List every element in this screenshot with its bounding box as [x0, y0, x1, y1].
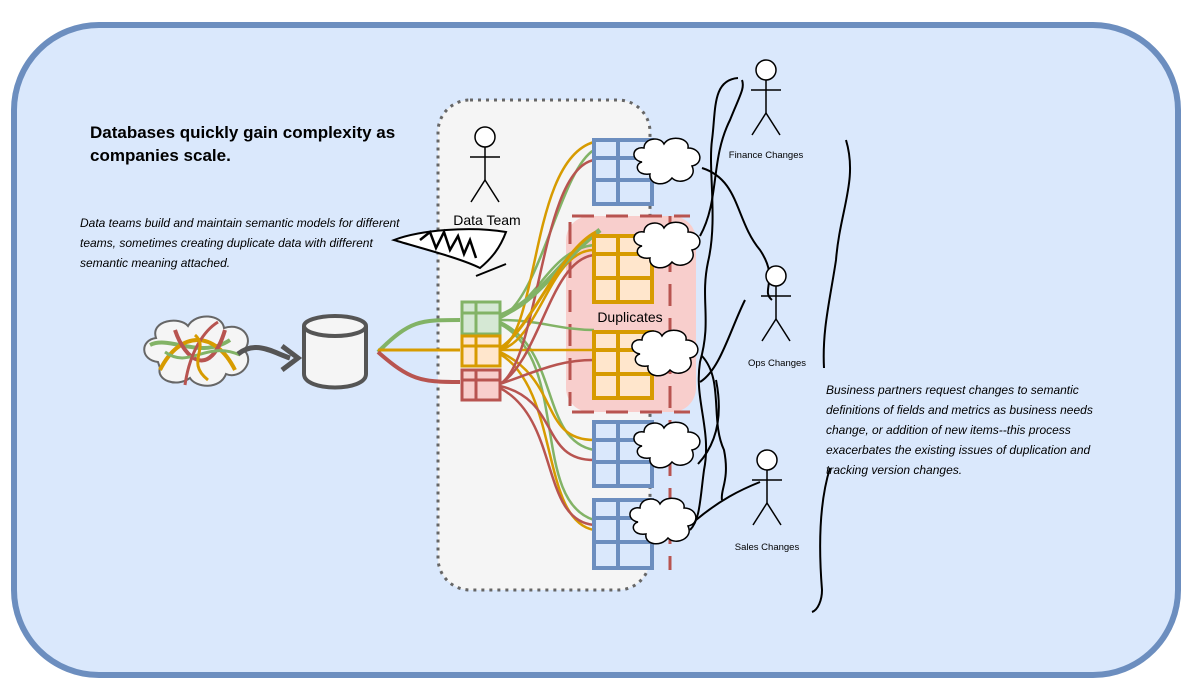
ops-changes-label: Ops Changes — [747, 358, 807, 369]
scribble-arrow — [390, 228, 508, 277]
person-icon-ops — [761, 265, 791, 342]
connector-lines — [695, 79, 773, 521]
database-icon — [302, 314, 368, 390]
diagram-title: Databases quickly gain complexity as com… — [90, 123, 396, 165]
sales-changes-label: Sales Changes — [734, 542, 800, 553]
duplicates-label: Duplicates — [597, 309, 663, 325]
business-description: Business partners request changes to sem… — [826, 383, 1093, 477]
table-orange-1 — [592, 234, 654, 304]
person-icon-finance — [751, 59, 781, 136]
cloud-1 — [633, 137, 701, 185]
raw-data-cloud — [143, 315, 250, 387]
table-orange-small — [460, 334, 502, 368]
cloud-4 — [633, 421, 701, 469]
bracket-left — [689, 77, 739, 531]
data-team-description: Data teams build and maintain semantic m… — [80, 216, 400, 270]
table-green — [460, 300, 502, 336]
bracket-right-lower — [811, 467, 831, 613]
finance-changes-label: Finance Changes — [728, 150, 804, 161]
person-icon-sales — [752, 449, 782, 526]
bracket-right — [822, 139, 852, 369]
person-icon-data-team — [470, 126, 500, 203]
cloud-3 — [631, 329, 699, 377]
cloud-5 — [629, 497, 697, 545]
arrow-to-database — [236, 345, 291, 361]
cloud-2 — [633, 221, 701, 269]
table-red — [460, 368, 502, 402]
data-team-label: Data Team — [453, 212, 521, 228]
fanout-flows — [499, 140, 602, 532]
